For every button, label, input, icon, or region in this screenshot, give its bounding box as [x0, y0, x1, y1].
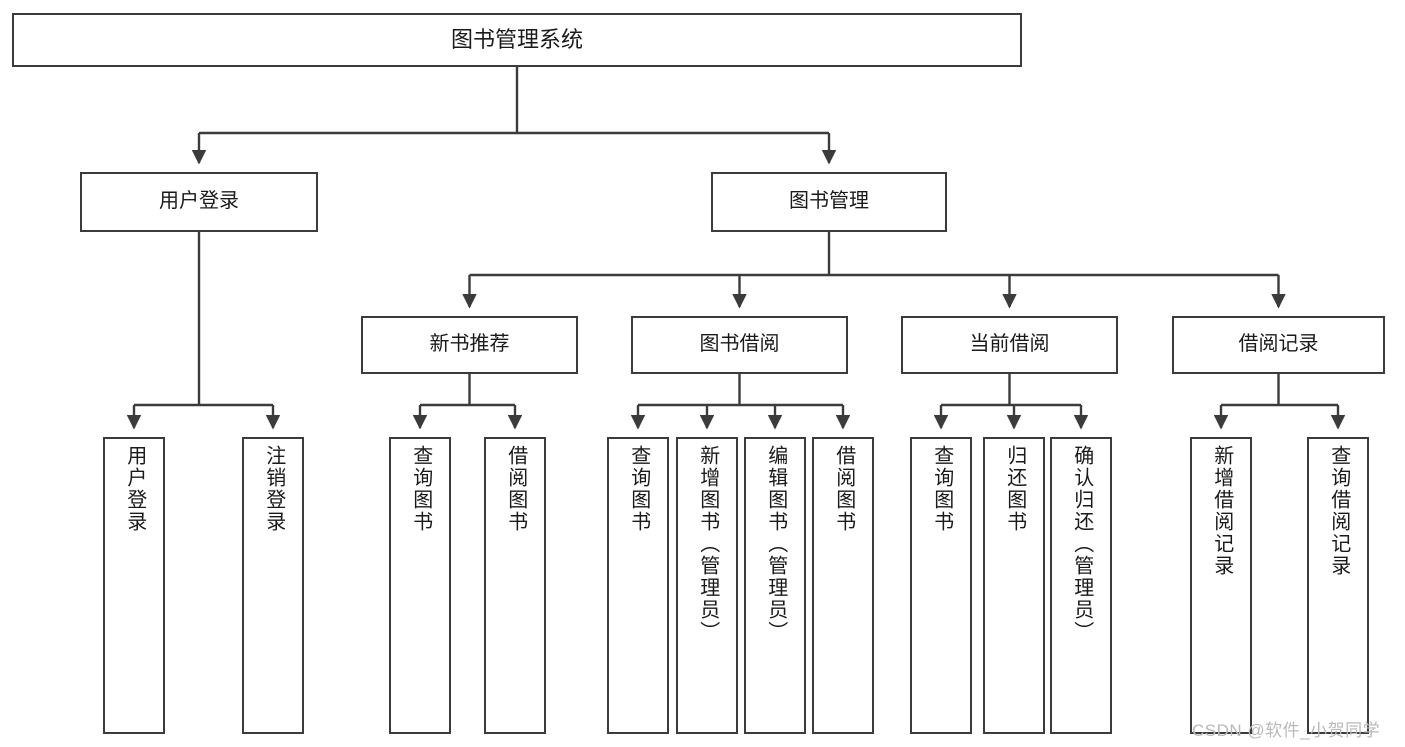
node-label: 借阅图书 — [832, 445, 855, 533]
node-label: 图书管理 — [789, 190, 869, 213]
node-leaf-query-record[interactable]: 查询借阅记录 — [1307, 437, 1369, 734]
node-leaf-borrow-book-2[interactable]: 借阅图书 — [812, 437, 874, 734]
node-label: 新增借阅记录 — [1210, 445, 1233, 577]
node-label: 新增图书（管理员） — [696, 445, 719, 643]
node-leaf-user-login[interactable]: 用户登录 — [103, 437, 165, 734]
node-current-borrow[interactable]: 当前借阅 — [901, 316, 1118, 374]
node-leaf-logout[interactable]: 注销登录 — [242, 437, 304, 734]
node-label: 当前借阅 — [969, 333, 1050, 356]
node-label: 确认归还（管理员） — [1070, 445, 1093, 643]
csdn-watermark: CSDN @软件_小贺同学 — [1192, 721, 1381, 740]
node-label: 编辑图书（管理员） — [764, 445, 787, 643]
node-leaf-query-book-2[interactable]: 查询图书 — [607, 437, 669, 734]
node-borrow-record[interactable]: 借阅记录 — [1172, 316, 1385, 374]
node-label: 查询图书 — [930, 445, 953, 533]
node-label: 借阅图书 — [504, 445, 527, 533]
node-leaf-add-book[interactable]: 新增图书（管理员） — [676, 437, 738, 734]
node-label: 图书借阅 — [699, 333, 780, 356]
node-user-login[interactable]: 用户登录 — [80, 172, 318, 232]
node-label: 查询图书 — [627, 445, 650, 533]
node-label: 用户登录 — [123, 445, 146, 533]
node-book-manage[interactable]: 图书管理 — [711, 172, 947, 232]
node-leaf-query-book-1[interactable]: 查询图书 — [389, 437, 451, 734]
node-leaf-edit-book[interactable]: 编辑图书（管理员） — [744, 437, 806, 734]
node-leaf-add-record[interactable]: 新增借阅记录 — [1190, 437, 1252, 734]
node-leaf-return-book[interactable]: 归还图书 — [983, 437, 1045, 734]
node-label: 归还图书 — [1003, 445, 1026, 533]
node-label: 查询借阅记录 — [1327, 445, 1350, 577]
node-book-borrow[interactable]: 图书借阅 — [631, 316, 848, 374]
node-new-book-recommend[interactable]: 新书推荐 — [361, 316, 578, 374]
node-label: 注销登录 — [262, 445, 285, 533]
node-root[interactable]: 图书管理系统 — [12, 13, 1022, 67]
node-leaf-borrow-book-1[interactable]: 借阅图书 — [484, 437, 546, 734]
node-leaf-confirm-return[interactable]: 确认归还（管理员） — [1050, 437, 1112, 734]
node-label: 查询图书 — [409, 445, 432, 533]
node-label: 新书推荐 — [429, 333, 510, 356]
node-label: 借阅记录 — [1238, 333, 1319, 356]
node-label: 图书管理系统 — [450, 27, 583, 53]
node-leaf-query-book-3[interactable]: 查询图书 — [910, 437, 972, 734]
node-label: 用户登录 — [159, 190, 239, 213]
